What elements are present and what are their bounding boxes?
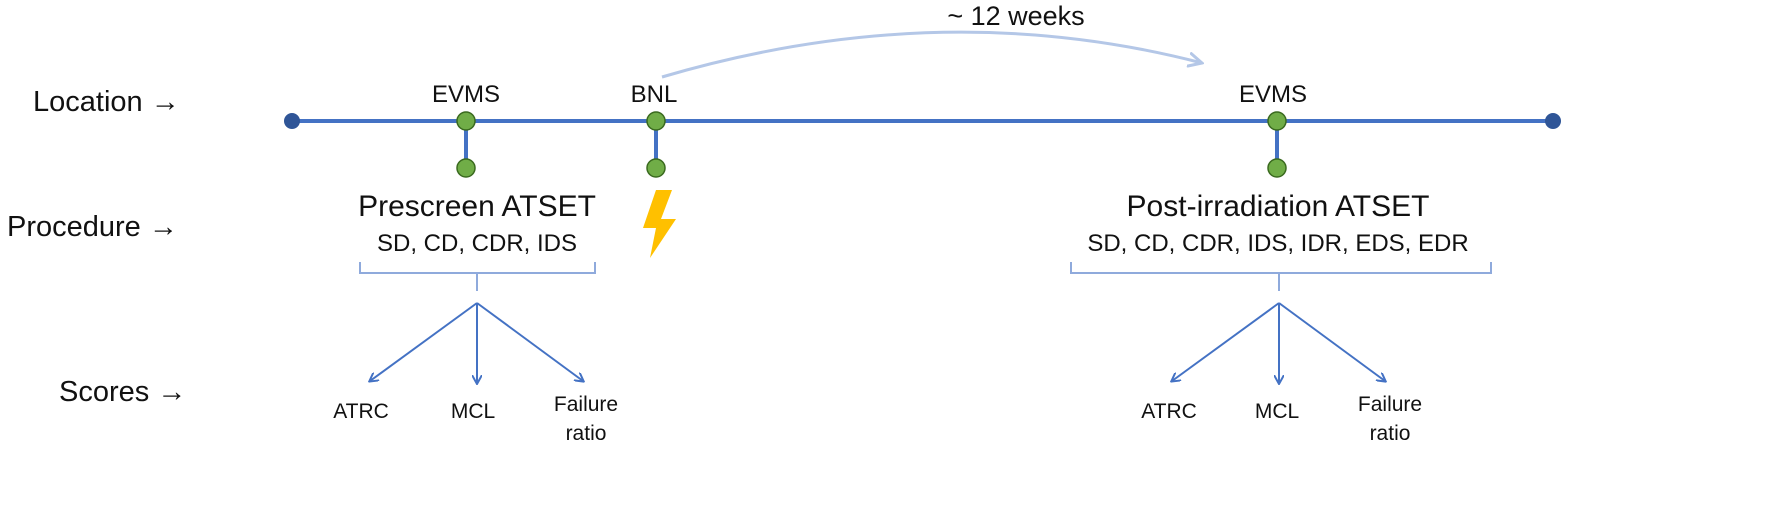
site-marker-evms-1 bbox=[456, 111, 476, 131]
duration-arc-arrow bbox=[661, 30, 1202, 79]
score-arrow-atrc-2 bbox=[1172, 302, 1280, 381]
score-label-failure-2b: ratio bbox=[1370, 422, 1411, 445]
lightning-icon bbox=[643, 190, 676, 258]
procedure-title-post-irradiation: Post-irradiation ATSET bbox=[1127, 190, 1430, 223]
bracket-prescreen bbox=[359, 262, 596, 291]
timeline-end-node bbox=[1545, 113, 1561, 129]
score-label-failure-2a: Failure bbox=[1358, 393, 1422, 416]
score-arrow-failure-2 bbox=[1278, 302, 1385, 381]
score-label-mcl-2: MCL bbox=[1255, 400, 1299, 423]
site-label-bnl: BNL bbox=[631, 81, 678, 108]
duration-label: ~ 12 weeks bbox=[947, 1, 1084, 31]
score-arrow-atrc-1 bbox=[370, 302, 478, 381]
irradiation-marker bbox=[646, 158, 666, 178]
row-label-location: Location → bbox=[33, 86, 180, 118]
procedure-title-prescreen: Prescreen ATSET bbox=[358, 190, 596, 223]
score-label-atrc-1: ATRC bbox=[333, 400, 389, 423]
timeline-start-node bbox=[284, 113, 300, 129]
row-label-procedure: Procedure → bbox=[7, 211, 178, 243]
site-marker-bnl bbox=[646, 111, 666, 131]
score-arrow-failure-1 bbox=[476, 302, 583, 381]
site-label-evms-1: EVMS bbox=[432, 81, 500, 108]
score-label-failure-1a: Failure bbox=[554, 393, 618, 416]
procedure-marker-1 bbox=[456, 158, 476, 178]
procedure-marker-2 bbox=[1267, 158, 1287, 178]
score-label-mcl-1: MCL bbox=[451, 400, 495, 423]
row-label-scores: Scores → bbox=[59, 376, 186, 408]
score-label-failure-1b: ratio bbox=[566, 422, 607, 445]
site-label-evms-2: EVMS bbox=[1239, 81, 1307, 108]
bracket-post-irradiation bbox=[1070, 262, 1492, 291]
procedure-tests-prescreen: SD, CD, CDR, IDS bbox=[377, 230, 577, 257]
procedure-tests-post-irradiation: SD, CD, CDR, IDS, IDR, EDS, EDR bbox=[1087, 230, 1468, 257]
site-marker-evms-2 bbox=[1267, 111, 1287, 131]
score-label-atrc-2: ATRC bbox=[1141, 400, 1197, 423]
